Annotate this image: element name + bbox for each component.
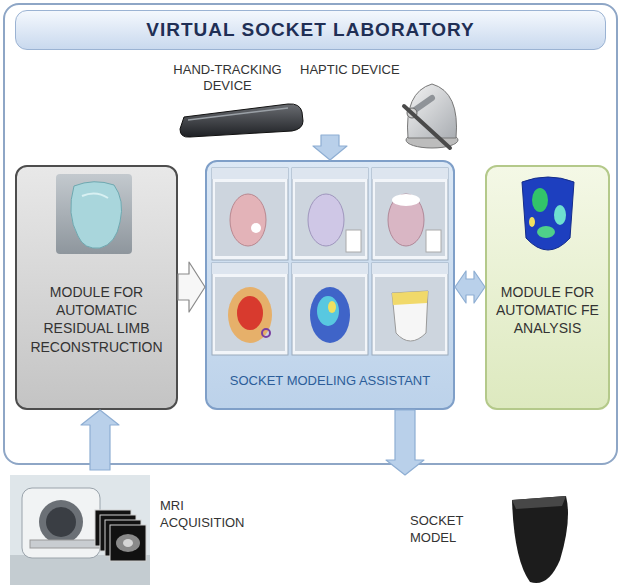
haptic-illustration xyxy=(404,84,458,148)
output-label: SOCKET MODEL xyxy=(410,513,463,547)
block-arrow xyxy=(386,410,424,475)
module-label: MODULE FOR AUTOMATIC FE ANALYSIS xyxy=(493,283,602,338)
block-arrow xyxy=(81,410,119,470)
screenshot-grid xyxy=(212,168,448,355)
acquisition-label: MRI ACQUISITION xyxy=(160,498,245,532)
title-band: VIRTUAL SOCKET LABORATORY xyxy=(15,10,606,50)
mri-illustration xyxy=(10,475,150,585)
device-label: HAND-TRACKING DEVICE xyxy=(165,62,290,95)
hand-tracker-illustration xyxy=(180,104,303,137)
block-arrow xyxy=(313,135,347,160)
assistant-label: SOCKET MODELING ASSISTANT xyxy=(213,373,447,390)
block-arrow xyxy=(178,262,205,312)
module-label: MODULE FOR AUTOMATIC RESIDUAL LIMB RECON… xyxy=(25,283,168,356)
device-label: HAPTIC DEVICE xyxy=(300,62,450,78)
block-arrow xyxy=(455,271,485,303)
limb-illustration xyxy=(56,174,132,254)
fe-model-illustration xyxy=(522,177,574,250)
socket-illustration xyxy=(512,496,568,583)
